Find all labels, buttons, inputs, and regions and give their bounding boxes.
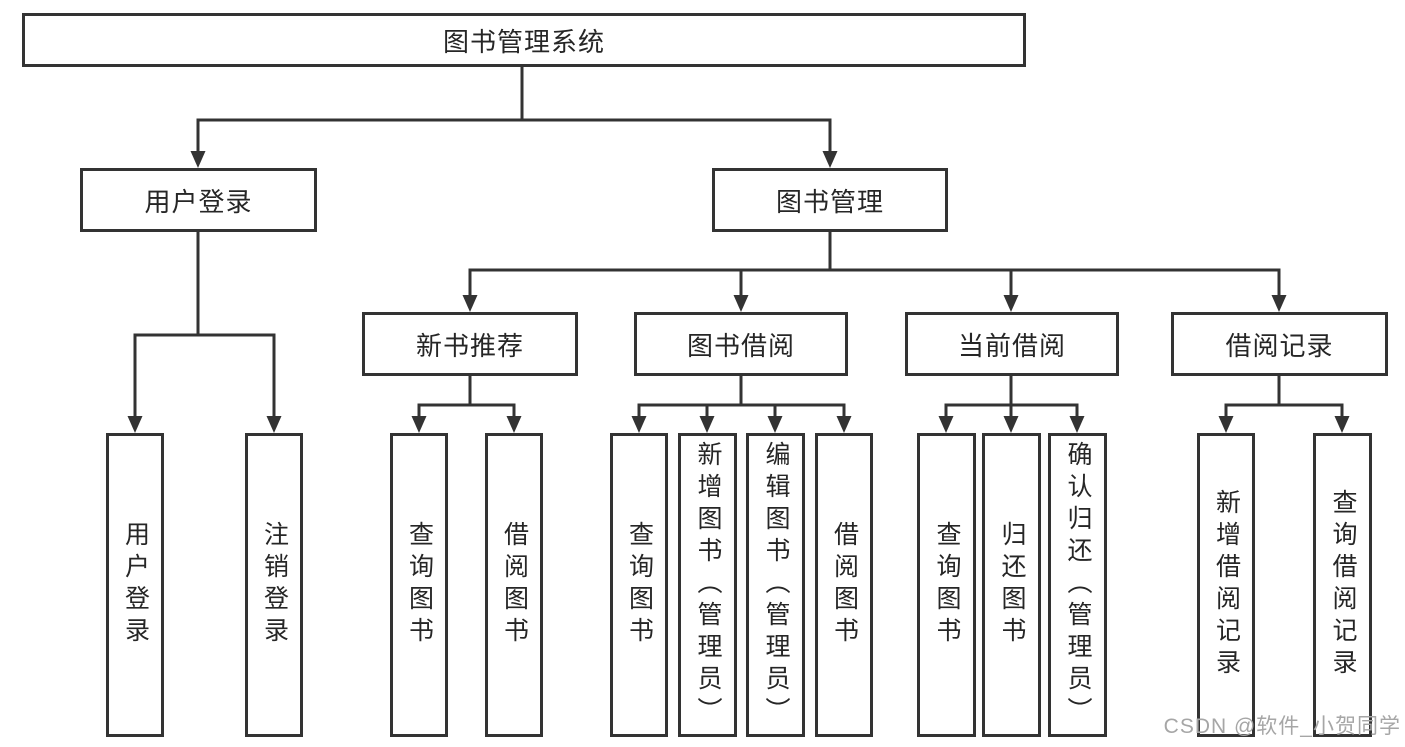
leaf-return-books-label: 归还图书 <box>998 521 1026 649</box>
leaf-borrow-books-recommend: 借阅图书 <box>485 433 543 737</box>
leaf-query-books-current-label: 查询图书 <box>933 521 961 649</box>
leaf-borrow-books-recommend-label: 借阅图书 <box>500 521 529 649</box>
leaf-add-borrow-record-label: 新增借阅记录 <box>1212 489 1241 681</box>
leaf-add-books-admin-label: 新增图书（管理员） <box>694 441 722 729</box>
node-current-borrow-label: 当前借阅 <box>957 330 1066 361</box>
arrowheads <box>127 151 1350 433</box>
leaf-logout: 注销登录 <box>245 433 303 737</box>
node-book-borrow-label: 图书借阅 <box>686 330 795 361</box>
leaf-user-login-label: 用户登录 <box>121 521 150 649</box>
leaf-add-books-admin: 新增图书（管理员） <box>678 433 737 737</box>
leaf-edit-books-admin-label: 编辑图书（管理员） <box>762 441 790 729</box>
leaf-query-books-current: 查询图书 <box>917 433 976 737</box>
leaf-query-borrow-record-label: 查询借阅记录 <box>1329 489 1357 681</box>
node-borrow-records: 借阅记录 <box>1171 312 1388 376</box>
node-user-login-label: 用户登录 <box>144 186 253 217</box>
leaf-borrow-books-borrow: 借阅图书 <box>815 433 873 737</box>
leaf-user-login: 用户登录 <box>106 433 164 737</box>
leaf-query-books-borrow: 查询图书 <box>610 433 668 737</box>
leaf-logout-label: 注销登录 <box>260 521 289 649</box>
leaf-return-books: 归还图书 <box>982 433 1041 737</box>
leaf-confirm-return-admin-label: 确认归还（管理员） <box>1064 441 1092 729</box>
node-root: 图书管理系统 <box>22 13 1026 67</box>
node-new-book-recommend: 新书推荐 <box>362 312 578 376</box>
leaf-query-books-recommend: 查询图书 <box>390 433 448 737</box>
leaf-add-borrow-record: 新增借阅记录 <box>1197 433 1255 737</box>
leaf-query-books-recommend-label: 查询图书 <box>405 521 434 649</box>
leaf-query-borrow-record: 查询借阅记录 <box>1313 433 1372 737</box>
node-user-login: 用户登录 <box>80 168 317 232</box>
leaf-borrow-books-borrow-label: 借阅图书 <box>830 521 859 649</box>
leaf-confirm-return-admin: 确认归还（管理员） <box>1048 433 1107 737</box>
node-borrow-records-label: 借阅记录 <box>1225 330 1334 361</box>
leaf-edit-books-admin: 编辑图书（管理员） <box>746 433 805 737</box>
node-book-management-label: 图书管理 <box>775 186 884 217</box>
node-current-borrow: 当前借阅 <box>905 312 1119 376</box>
watermark-text: CSDN @软件_小贺同学 <box>1163 715 1401 738</box>
node-new-book-recommend-label: 新书推荐 <box>415 330 524 361</box>
node-book-borrow: 图书借阅 <box>634 312 848 376</box>
node-book-management: 图书管理 <box>712 168 948 232</box>
node-root-label: 图书管理系统 <box>442 26 605 57</box>
leaf-query-books-borrow-label: 查询图书 <box>625 521 654 649</box>
